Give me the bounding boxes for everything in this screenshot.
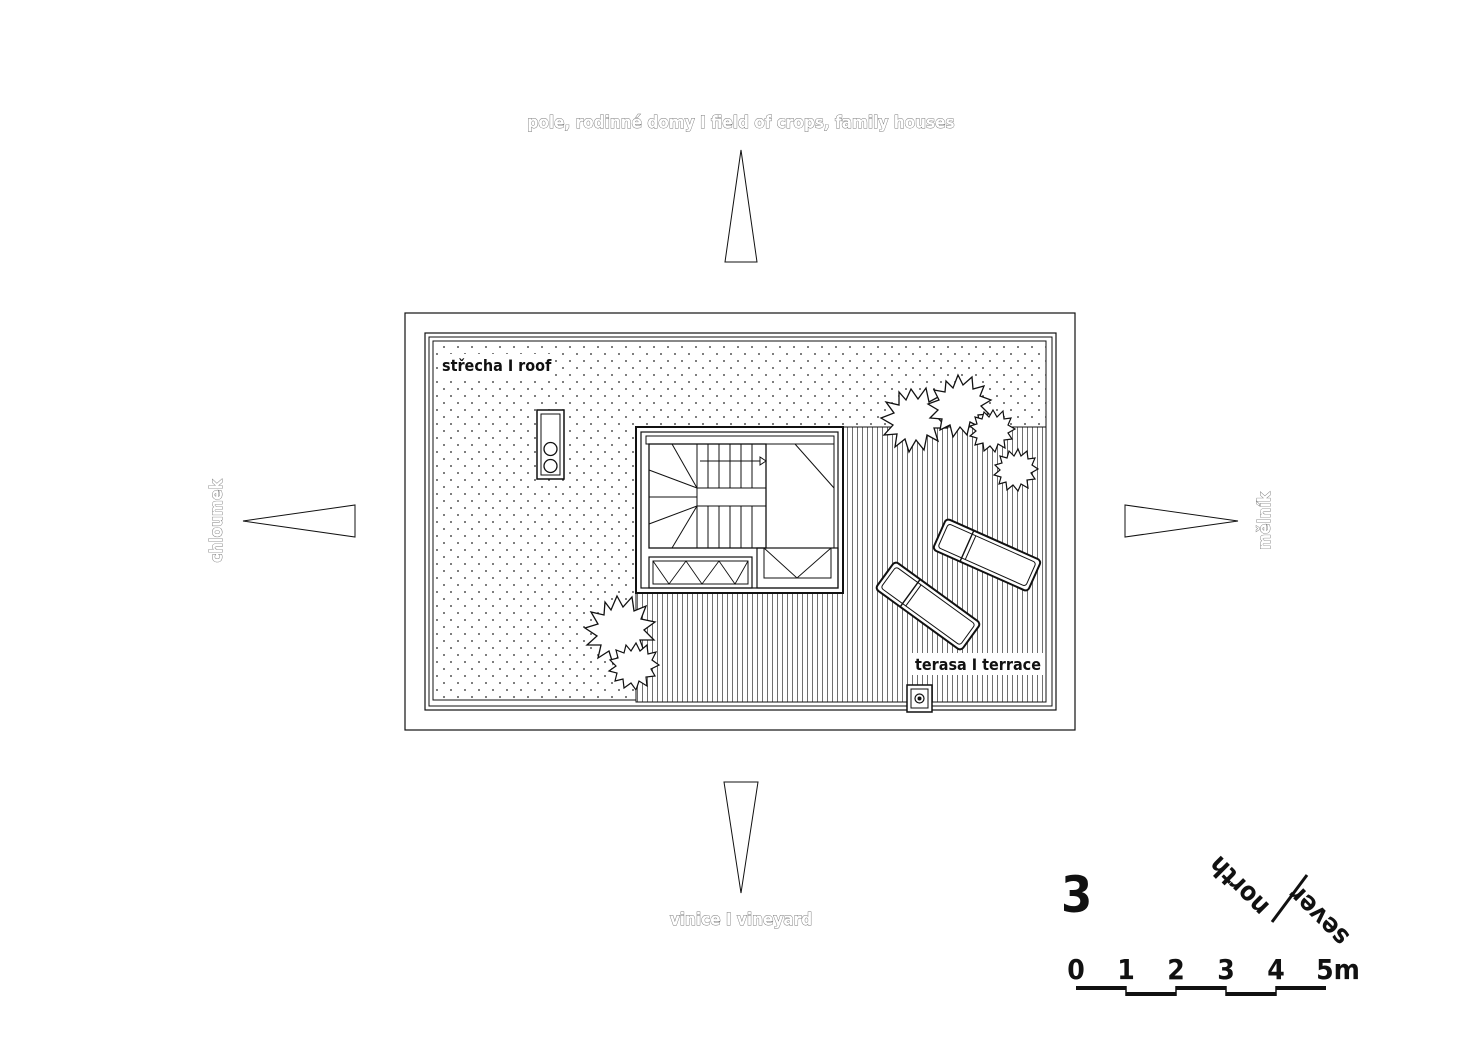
room-label-terrace: terasa I terrace: [915, 655, 1041, 674]
south-pointer-triangle: [723, 781, 759, 894]
scale-segment-3: [1226, 992, 1276, 996]
terrace-label-bg: [912, 653, 1043, 675]
bush-small-right: [992, 447, 1040, 493]
room-label-roof: střecha I roof: [442, 356, 552, 375]
scale-segment-2: [1176, 986, 1226, 990]
direction-label-north: pole, rodinné domy I field of crops, fam…: [527, 113, 954, 133]
scale-segment-1: [1126, 992, 1176, 996]
roof-label-bg: [439, 354, 555, 376]
west-pointer-triangle: [242, 504, 356, 538]
scale-tick-1: 1: [1117, 953, 1135, 986]
scale-tick-3: 3: [1217, 953, 1235, 986]
direction-label-west: chloumek: [207, 479, 227, 563]
building-outline: [404, 312, 1076, 731]
stair-core: [635, 426, 844, 594]
scale-bar: 0 1 2 3 4 5m: [1067, 953, 1360, 996]
north-divider-line: [1270, 874, 1309, 923]
north-label: north: [1203, 850, 1275, 922]
east-pointer-triangle: [1124, 504, 1239, 538]
scale-tick-4: 4: [1267, 953, 1285, 986]
lounge-chair-lower: [875, 561, 981, 651]
north-indicator: north sever: [1203, 850, 1355, 952]
lounge-chair-upper: [932, 518, 1042, 592]
scale-segment-4: [1276, 986, 1326, 990]
sever-label: sever: [1283, 879, 1356, 952]
bush-small-top: [968, 408, 1017, 454]
scale-tick-5: 5m: [1316, 953, 1360, 986]
roof-fixture: [536, 409, 565, 480]
scale-tick-2: 2: [1167, 953, 1185, 986]
bush-small-bottom: [607, 641, 661, 692]
north-pointer-triangle: [724, 149, 758, 263]
direction-label-south: vinice I vineyard: [670, 910, 812, 930]
terrace-drain: [906, 684, 933, 713]
direction-label-east: mělník: [1255, 491, 1275, 550]
scale-segment-0: [1076, 986, 1126, 990]
scale-tick-0: 0: [1067, 953, 1085, 986]
bush-medium-top: [926, 373, 993, 439]
sheet-number: 3: [1061, 866, 1092, 924]
